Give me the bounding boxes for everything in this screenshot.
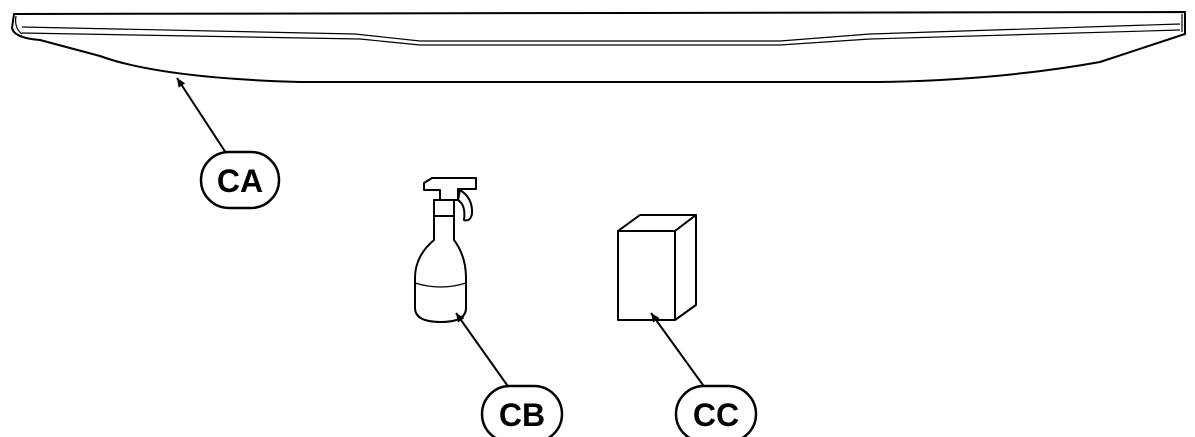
callout-ca-label: CA bbox=[217, 163, 263, 199]
leader-line-cc bbox=[650, 312, 709, 393]
leader-line-ca bbox=[176, 77, 229, 157]
sponge-block-part bbox=[617, 214, 697, 321]
callout-cb: CB bbox=[480, 384, 564, 437]
callout-cc-label: CC bbox=[693, 397, 739, 433]
leader-line-cb bbox=[455, 312, 513, 393]
callout-ca: CA bbox=[199, 150, 281, 210]
trim-strip-part bbox=[11, 11, 1186, 83]
callout-cb-label: CB bbox=[499, 397, 545, 433]
callout-cc: CC bbox=[674, 384, 758, 437]
spray-bottle-part bbox=[414, 177, 477, 323]
